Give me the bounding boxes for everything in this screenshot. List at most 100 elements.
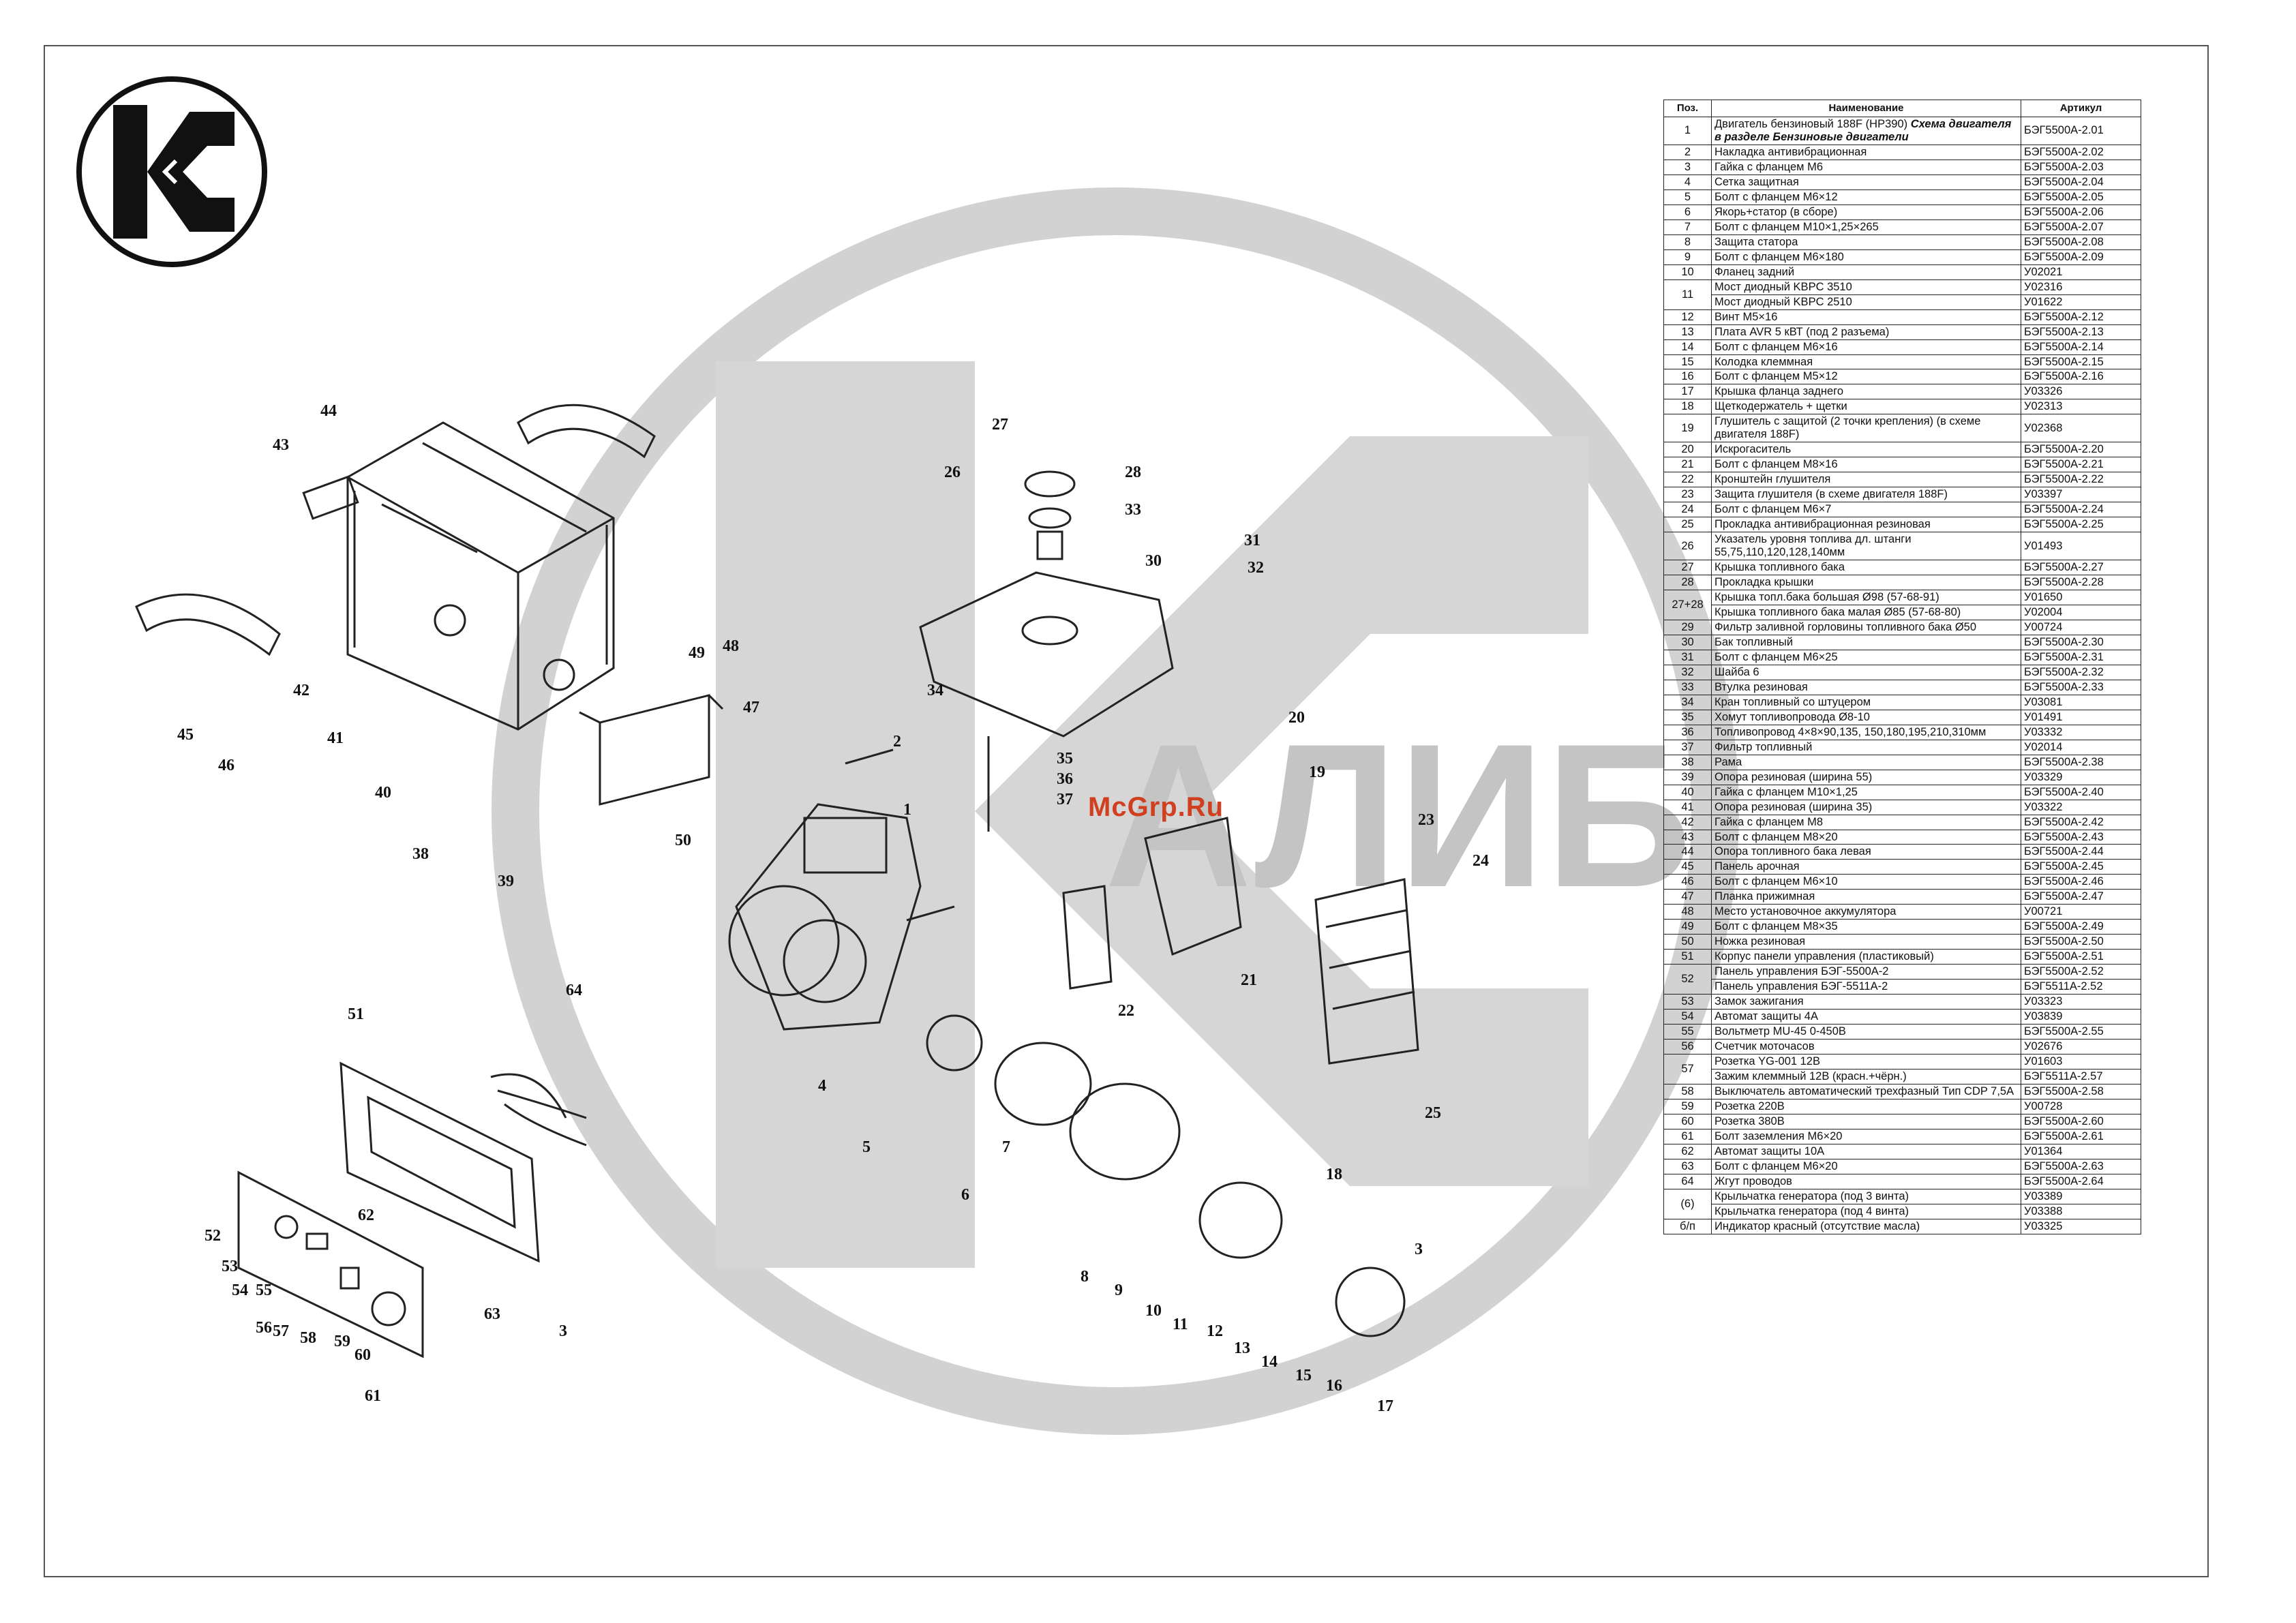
cell-code: БЭГ5511А-2.57 [2021,1069,2141,1084]
callout-label: 23 [1418,811,1434,829]
fan [926,1014,983,1072]
cell-code: БЭГ5500А-2.32 [2021,664,2141,680]
cell-name-text: Болт с фланцем М6×10 [1715,875,1838,888]
cell-pos: 44 [1663,844,1712,860]
cell-pos: 60 [1663,1113,1712,1129]
cell-name: Болт с фланцем М6×12 [1711,189,2021,205]
cell-name-text: Болт с фланцем М6×12 [1715,190,1838,203]
cell-code: У01650 [2021,590,2141,605]
stator [1069,1082,1181,1181]
callout-label: 27 [992,416,1008,434]
cell-name: Плата AVR 5 кВТ (под 2 разъема) [1711,324,2021,340]
cell-pos: 37 [1663,739,1712,755]
table-row: Крышка топливного бака малая Ø85 (57-68-… [1664,604,2141,620]
cell-pos: 24 [1663,502,1712,518]
cell-pos: 25 [1663,517,1712,533]
cell-name: Счетчик моточасов [1711,1039,2021,1055]
callout-label: 21 [1241,971,1257,989]
callout-label: 6 [961,1186,969,1204]
cell-name: Двигатель бензиновый 188F (НР390) Схема … [1711,117,2021,145]
callout-label: 37 [1057,791,1073,808]
cell-code: У02004 [2021,604,2141,620]
callout-label: 14 [1261,1353,1278,1371]
cell-name-text: Крышка топл.бака большая Ø98 (57-68-91) [1715,591,1939,603]
cell-code: БЭГ5500А-2.45 [2021,859,2141,875]
cell-name-text: Розетка YG-001 12В [1715,1055,1820,1068]
cell-pos: 55 [1663,1024,1712,1040]
cell-code: БЭГ5500А-2.08 [2021,234,2141,250]
cell-pos: 21 [1663,457,1712,473]
page-frame [44,45,2209,1577]
cell-pos: 52 [1663,964,1712,995]
cell-name-text: Панель арочная [1715,860,1800,873]
cell-name-text: Место установочное аккумулятора [1715,905,1897,918]
cell-name-text: Болт с фланцем М6×16 [1715,340,1838,353]
cell-name: Колодка клеммная [1711,354,2021,370]
cell-name-text: Гайка с фланцем М6 [1715,160,1823,173]
cell-code: БЭГ5500А-2.07 [2021,219,2141,235]
cell-name-text: Рама [1715,755,1742,768]
callout-label: 3 [559,1322,567,1340]
cell-name: Хомут топливопровода Ø8-10 [1711,709,2021,725]
callout-label: 16 [1326,1377,1342,1395]
cell-name: Опора резиновая (ширина 55) [1711,769,2021,785]
cell-pos: 59 [1663,1098,1712,1114]
callout-label: 31 [1244,532,1260,549]
cell-name: Болт с фланцем М6×20 [1711,1158,2021,1174]
cell-name: Накладка антивибрационная [1711,144,2021,160]
callout-label: 13 [1234,1339,1250,1357]
cell-name: Кран топливный со штуцером [1711,694,2021,710]
cell-name-text: Панель управления БЭГ-5500А-2 [1715,965,1889,978]
cell-pos: 11 [1663,279,1712,310]
cell-name: Корпус панели управления (пластиковый) [1711,949,2021,965]
cell-pos: 20 [1663,442,1712,458]
callout-label: 51 [348,1005,364,1023]
callout-label: 60 [354,1346,371,1364]
cell-name-text: Гайка с фланцем М8 [1715,815,1823,828]
cell-code: БЭГ5500А-2.28 [2021,575,2141,590]
callout-label: 35 [1057,750,1073,768]
callout-label: 2 [893,733,901,750]
cell-pos: 38 [1663,754,1712,770]
cell-name-text: Болт с фланцем М10×1,25×265 [1715,220,1879,233]
cell-pos: 48 [1663,904,1712,920]
cell-pos: 49 [1663,919,1712,935]
callout-label: 52 [205,1227,221,1245]
cell-name-text: Крышка топливного бака [1715,561,1845,574]
cell-code: БЭГ5500А-2.33 [2021,679,2141,695]
cell-name: Шайба 6 [1711,664,2021,680]
cell-name: Прокладка крышки [1711,575,2021,590]
cell-code: БЭГ5500А-2.60 [2021,1113,2141,1129]
cell-pos: 16 [1663,369,1712,385]
callout-label: 18 [1326,1166,1342,1183]
cell-code: БЭГ5500А-2.16 [2021,369,2141,385]
cell-name: Вольтметр MU-45 0-450В [1711,1024,2021,1040]
cell-name: Прокладка антивибрационная резиновая [1711,517,2021,533]
callout-label: 1 [903,801,911,819]
cell-name: Розетка 220В [1711,1098,2021,1114]
cell-name: Болт с фланцем М10×1,25×265 [1711,219,2021,235]
cell-name-text: Бак топливный [1715,635,1794,648]
